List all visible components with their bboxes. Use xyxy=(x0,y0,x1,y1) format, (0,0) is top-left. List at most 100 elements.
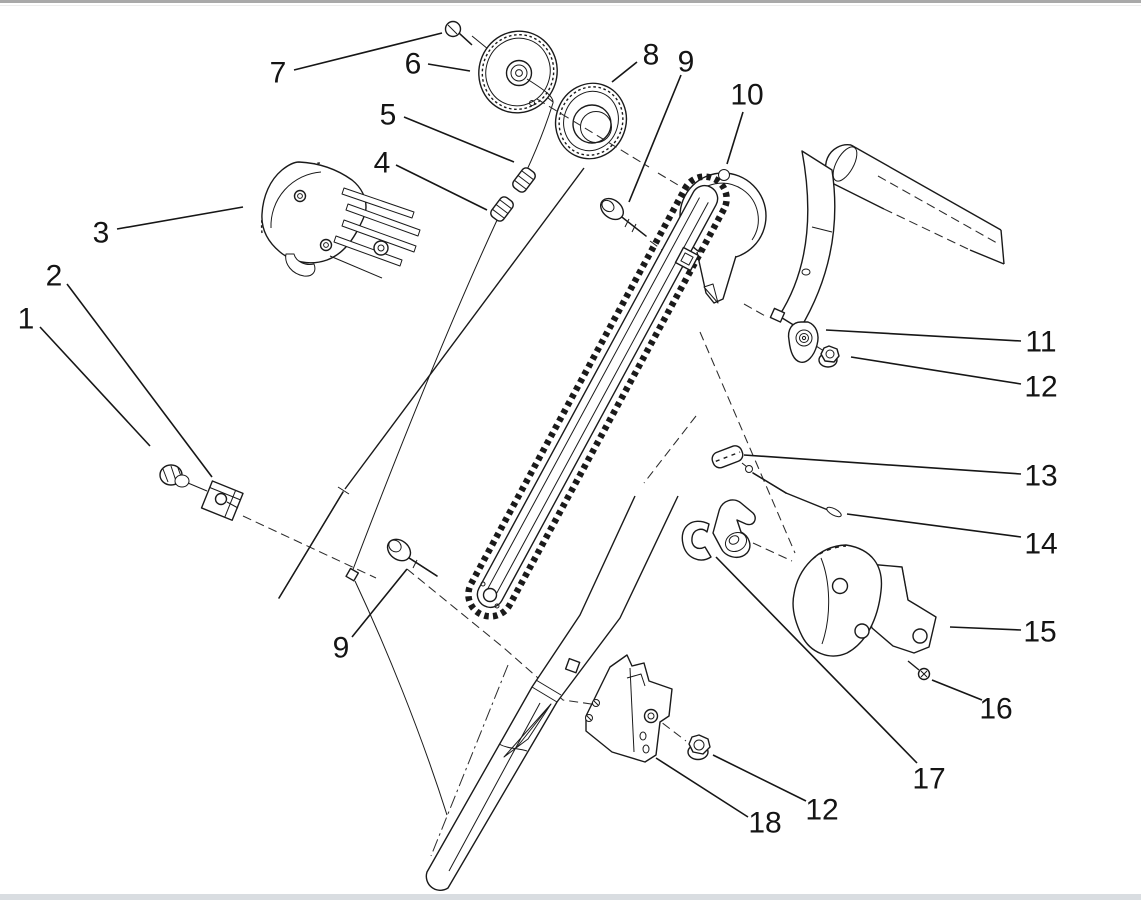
cable-ferrule-4 xyxy=(490,196,514,222)
leader-line-4 xyxy=(395,164,488,211)
bolt9t-thread2 xyxy=(631,223,637,233)
bolt9t-head xyxy=(601,199,615,213)
handle-tube-bottom-edge-a xyxy=(833,183,885,210)
clamp-pin xyxy=(226,501,239,509)
handle-tube-bottom-edge-hidden xyxy=(883,208,971,251)
cable-lower-run xyxy=(354,580,448,816)
gearbox-bolt-hole-1 xyxy=(293,189,307,203)
ferrule5-rib2 xyxy=(518,175,530,185)
lever-hook xyxy=(681,520,712,561)
leader-line-11 xyxy=(825,329,1022,342)
bar-sprocket-tail xyxy=(482,587,498,603)
guide-bar xyxy=(476,184,719,609)
bracket-fold-line xyxy=(629,667,635,753)
throttle-cable-group xyxy=(345,167,536,816)
axis-lever-engine xyxy=(752,542,793,562)
rope-pulley-rim-ticks xyxy=(481,33,555,111)
engine-face-line xyxy=(820,557,830,645)
handle-tube-fill xyxy=(825,144,1004,264)
cable-long-run xyxy=(351,217,499,573)
saw-chain-loop xyxy=(465,173,730,620)
screw16-shaft xyxy=(907,660,920,671)
handle-tube-bottom-edge-b xyxy=(969,249,1005,265)
bolt1-washer xyxy=(174,474,190,488)
rod-wire xyxy=(785,492,829,511)
gearbox-hook xyxy=(285,253,316,277)
gearbox-bolt-dot-2 xyxy=(323,242,329,248)
gearbox-bolt-hole-2 xyxy=(319,238,333,252)
mount-bracket-18 xyxy=(585,654,673,763)
drum-bore-recess xyxy=(580,111,612,143)
ferrule5-rib1 xyxy=(521,170,534,180)
ferrule4-rib1 xyxy=(499,199,512,209)
callout-label-9: 9 xyxy=(333,632,350,665)
window-top-hairline xyxy=(0,5,1141,6)
washer-ring xyxy=(795,329,813,347)
bolt1-tip-line xyxy=(187,482,208,492)
axis-guard-engine xyxy=(699,331,796,554)
handlebar-assembly xyxy=(769,144,1005,330)
shaft-thick-core xyxy=(278,491,344,599)
leader-line-9 xyxy=(628,74,682,203)
tube-blade-line xyxy=(516,703,552,748)
boom-tube-body xyxy=(425,495,679,891)
lower-boom-tube xyxy=(425,495,679,891)
engine-housing-15 xyxy=(792,544,937,657)
screw7-head xyxy=(444,20,462,38)
shaft-thin-section xyxy=(344,167,585,490)
curved-tube-joint xyxy=(811,226,833,233)
axis-bolt-to-nut xyxy=(406,568,687,742)
callout-label-12: 12 xyxy=(805,794,838,827)
callout-label-4: 4 xyxy=(374,147,391,180)
rope-pulley-inner-ring xyxy=(485,37,551,107)
tube-inner-edge xyxy=(448,702,541,872)
leader-line-9 xyxy=(351,568,408,638)
tensioner-block xyxy=(674,246,700,272)
leader-line-13 xyxy=(743,454,1022,475)
bracket-step xyxy=(626,673,646,687)
cam-washer-11 xyxy=(787,321,819,363)
leader-line-7 xyxy=(293,32,443,71)
leader-line-15 xyxy=(949,626,1022,631)
nut12b-bore xyxy=(693,739,705,751)
nut12b-hex xyxy=(688,734,711,755)
rope-pulley-hub-hole xyxy=(515,69,523,77)
bolt9-top xyxy=(599,197,647,237)
engine-hole-1 xyxy=(831,577,849,595)
starter-group xyxy=(444,20,689,192)
screw7-slot xyxy=(447,24,458,35)
bracket-screw-1-slot xyxy=(593,700,599,706)
tube-collar-b xyxy=(535,679,562,696)
gearbox-boss-hole xyxy=(377,244,385,252)
leader-line-12 xyxy=(712,754,807,802)
handle-tube-top-edge xyxy=(850,144,1002,231)
rod-sleeve-core xyxy=(752,472,787,494)
leader-line-5 xyxy=(403,116,515,163)
screw-16 xyxy=(907,660,931,681)
spring-13 xyxy=(711,445,753,473)
rope-pulley-pin xyxy=(529,100,535,106)
nut12t-hex xyxy=(820,345,840,363)
callout-label-1: 1 xyxy=(18,303,35,336)
bolt9t-shaft-core xyxy=(617,213,647,237)
bar-rivet-1 xyxy=(480,581,486,587)
leader-line-8 xyxy=(611,61,638,83)
bar-rivet-2 xyxy=(494,603,500,609)
clamp-hole xyxy=(214,492,228,506)
tube-clip-square xyxy=(769,307,786,323)
gearbox-fin-1 xyxy=(341,187,415,219)
guard-tab xyxy=(703,283,719,304)
callout-label-7: 7 xyxy=(270,57,287,90)
bar-groove-top xyxy=(493,202,709,599)
throttle-rod-14 xyxy=(752,472,842,518)
leader-line-12 xyxy=(850,356,1022,385)
gearbox-inner-arc xyxy=(270,171,322,229)
engine-bracket-hole xyxy=(912,628,928,644)
callout-label-14: 14 xyxy=(1024,528,1057,561)
drum-inner-ring xyxy=(563,90,619,152)
handle-cap-face xyxy=(832,146,858,182)
rod-paddle-end xyxy=(826,506,842,518)
callout-label-5: 5 xyxy=(380,99,397,132)
gearbox-fin-2 xyxy=(345,203,421,237)
